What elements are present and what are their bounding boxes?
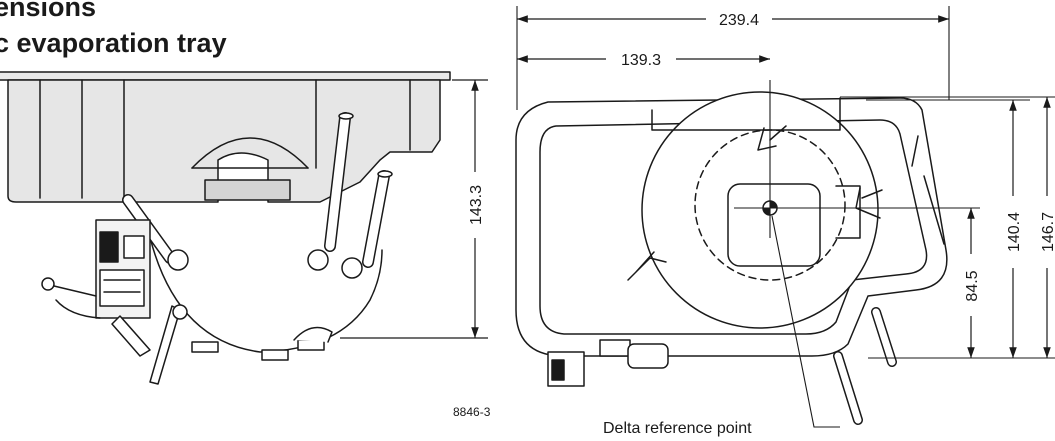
dim-label-84-5: 84.5	[964, 270, 981, 301]
dim-label-140-4: 140.4	[1006, 212, 1023, 252]
delta-reference-label: Delta reference point	[603, 420, 752, 437]
title-line-2: c evaporation tray	[0, 28, 227, 58]
top-view	[515, 91, 948, 425]
dimension-143-3	[340, 79, 488, 339]
tray-body	[7, 79, 441, 203]
dim-label-143-3: 143.3	[468, 185, 485, 225]
dim-label-139-3: 139.3	[621, 52, 661, 69]
compressor-shell	[145, 219, 383, 353]
dim-label-239-4: 239.4	[719, 12, 759, 29]
figure-number: 8846-3	[453, 405, 491, 419]
title-line-1: ensions	[0, 0, 97, 22]
compressor-circle	[641, 91, 879, 329]
dim-label-146-7: 146.7	[1040, 212, 1055, 252]
side-view	[0, 71, 451, 385]
